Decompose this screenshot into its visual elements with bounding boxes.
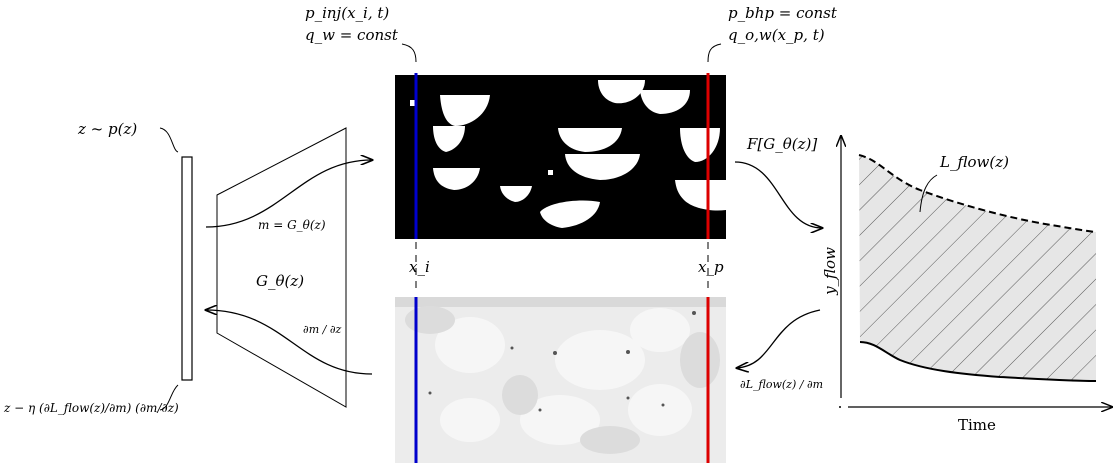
- x-i-label: x_i: [409, 258, 430, 276]
- producer-hook: [707, 43, 722, 63]
- forward-arrow: [734, 161, 822, 228]
- generate-arrow: [205, 160, 372, 228]
- backprop-arrow: [206, 310, 373, 375]
- dl-dm-label: ∂L_flow(z) / ∂m: [740, 378, 824, 391]
- latent-vector-bar: [181, 156, 193, 381]
- loss-label: L_flow(z): [940, 153, 1009, 171]
- loss-hook: [919, 174, 938, 213]
- forward-operator-label: F[G_θ(z)]: [747, 135, 818, 153]
- z-update-label: z − η (∂L_flow(z)/∂m) (∂m/∂z): [4, 401, 179, 415]
- y-axis-label: y_flow: [820, 247, 839, 295]
- p-inj-label: p_inj(x_i, t): [305, 4, 390, 22]
- x-p-label: x_p: [698, 258, 724, 276]
- generator-trapezoid: [216, 127, 347, 408]
- q-ow-label: q_o,w(x_p, t): [728, 26, 825, 44]
- p-bhp-label: p_bhp = const: [728, 4, 837, 22]
- m-eq-label: m = G_θ(z): [258, 218, 326, 232]
- q-w-label: q_w = const: [305, 26, 398, 44]
- simulated-curve: [859, 341, 1097, 382]
- misfit-area: [859, 155, 1096, 381]
- z-prior-label: z ~ p(z): [78, 120, 138, 138]
- gradient-image: [395, 297, 726, 463]
- facies-image: [395, 75, 726, 239]
- z-prior-hook: [159, 127, 179, 153]
- observed-curve: [858, 154, 1097, 233]
- dm-dz-label: ∂m / ∂z: [303, 323, 342, 336]
- x-axis-label: Time: [958, 416, 996, 434]
- generator-label: G_θ(z): [256, 272, 305, 290]
- loss-gradient-arrow: [737, 309, 821, 368]
- injector-hook: [401, 43, 417, 63]
- z-update-hook: [159, 384, 179, 411]
